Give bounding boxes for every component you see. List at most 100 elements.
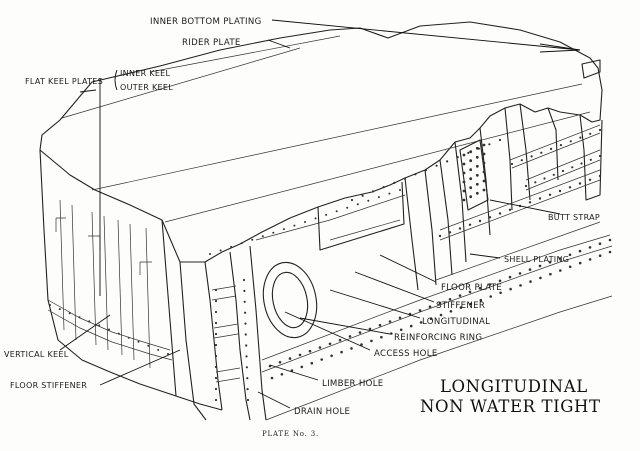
rivet	[246, 388, 249, 391]
rivet	[479, 298, 483, 302]
rivet	[488, 216, 492, 219]
rivet	[568, 186, 572, 189]
rivet	[589, 158, 592, 161]
rivet	[558, 189, 562, 193]
rivet	[244, 311, 247, 314]
rivet	[219, 249, 222, 252]
rivet	[230, 245, 233, 248]
rivet	[578, 249, 582, 253]
rivet	[524, 184, 528, 188]
rivet	[390, 332, 393, 335]
rivet	[424, 168, 428, 172]
rivet	[368, 327, 372, 331]
rivet	[588, 246, 592, 249]
rivet	[251, 238, 254, 241]
rivet	[482, 179, 486, 183]
rivet	[399, 328, 403, 332]
butt-strap-plate	[459, 139, 489, 211]
rivet	[559, 144, 563, 147]
rivet	[446, 160, 449, 163]
rivet	[209, 253, 211, 255]
plate-caption: PLATE No. 3.	[262, 430, 319, 438]
rivet	[382, 186, 385, 189]
rivet	[245, 366, 248, 369]
rivet	[540, 151, 543, 154]
rivet	[568, 253, 572, 257]
rivet	[214, 387, 218, 391]
rivet	[598, 128, 602, 132]
rivet	[468, 290, 472, 294]
rivet	[435, 164, 438, 167]
rivet	[419, 321, 423, 324]
rivet	[469, 186, 473, 190]
rivet	[243, 289, 246, 292]
rivet	[552, 173, 555, 176]
rivet	[388, 192, 391, 195]
rivet	[304, 221, 306, 223]
rivet	[243, 300, 246, 303]
rivet	[414, 173, 417, 176]
rivet	[498, 279, 502, 283]
rivet	[543, 177, 546, 180]
rivet	[346, 206, 349, 209]
rivet	[438, 234, 442, 238]
rivet	[548, 193, 552, 196]
label-vertical-keel: VERTICAL KEEL	[4, 350, 69, 359]
rivet	[300, 365, 304, 369]
rivet	[270, 376, 274, 380]
label-longitudinal: LONGITUDINAL	[422, 317, 490, 327]
rivet	[475, 146, 479, 150]
rivet	[458, 294, 462, 297]
rivet	[393, 181, 396, 184]
rivet	[428, 305, 432, 309]
rivet	[608, 250, 612, 254]
rivet	[489, 295, 493, 298]
rivet	[462, 162, 466, 166]
rivet	[214, 365, 218, 369]
rivet	[167, 353, 169, 355]
rivet	[561, 169, 565, 173]
rivet	[245, 344, 248, 347]
right-side-structure	[404, 59, 603, 291]
rivet	[214, 354, 218, 358]
rivet	[388, 320, 392, 323]
label-inner-keel: INNER KEEL	[120, 69, 171, 78]
rivet	[49, 304, 51, 306]
rivet	[98, 324, 101, 327]
rivet	[508, 275, 512, 279]
rivet	[548, 260, 552, 264]
inner-bottom-plating-surface	[39, 21, 603, 263]
label-butt-strap: BUTT STRAP	[548, 213, 600, 222]
rivet	[569, 140, 572, 143]
rivet	[240, 242, 243, 245]
label-floor-stiffener: FLOOR STIFFENER	[10, 381, 87, 390]
rivet	[350, 198, 354, 202]
diagram-title-line2: NON WATER TIGHT	[420, 397, 601, 416]
rivet	[589, 132, 592, 135]
rivet	[398, 316, 402, 320]
rivet	[598, 154, 602, 158]
rivet	[498, 138, 502, 142]
rivet	[246, 398, 250, 402]
rivet	[482, 143, 486, 147]
rivet	[308, 349, 312, 353]
rivet	[578, 182, 582, 185]
rivet	[380, 335, 383, 339]
rivet	[469, 195, 473, 199]
rivet	[456, 156, 459, 159]
rivet	[539, 276, 542, 280]
rivet	[438, 301, 442, 305]
rivet	[528, 268, 532, 271]
rivet	[468, 223, 472, 226]
rivet	[280, 373, 284, 376]
rivet	[598, 174, 602, 178]
rivet	[360, 343, 363, 346]
rivet	[478, 286, 482, 290]
rivet	[298, 353, 302, 357]
rivet	[499, 291, 502, 295]
rivet	[488, 283, 492, 286]
rivet	[459, 306, 463, 309]
rivet	[475, 191, 479, 195]
keel-brace	[114, 69, 118, 91]
